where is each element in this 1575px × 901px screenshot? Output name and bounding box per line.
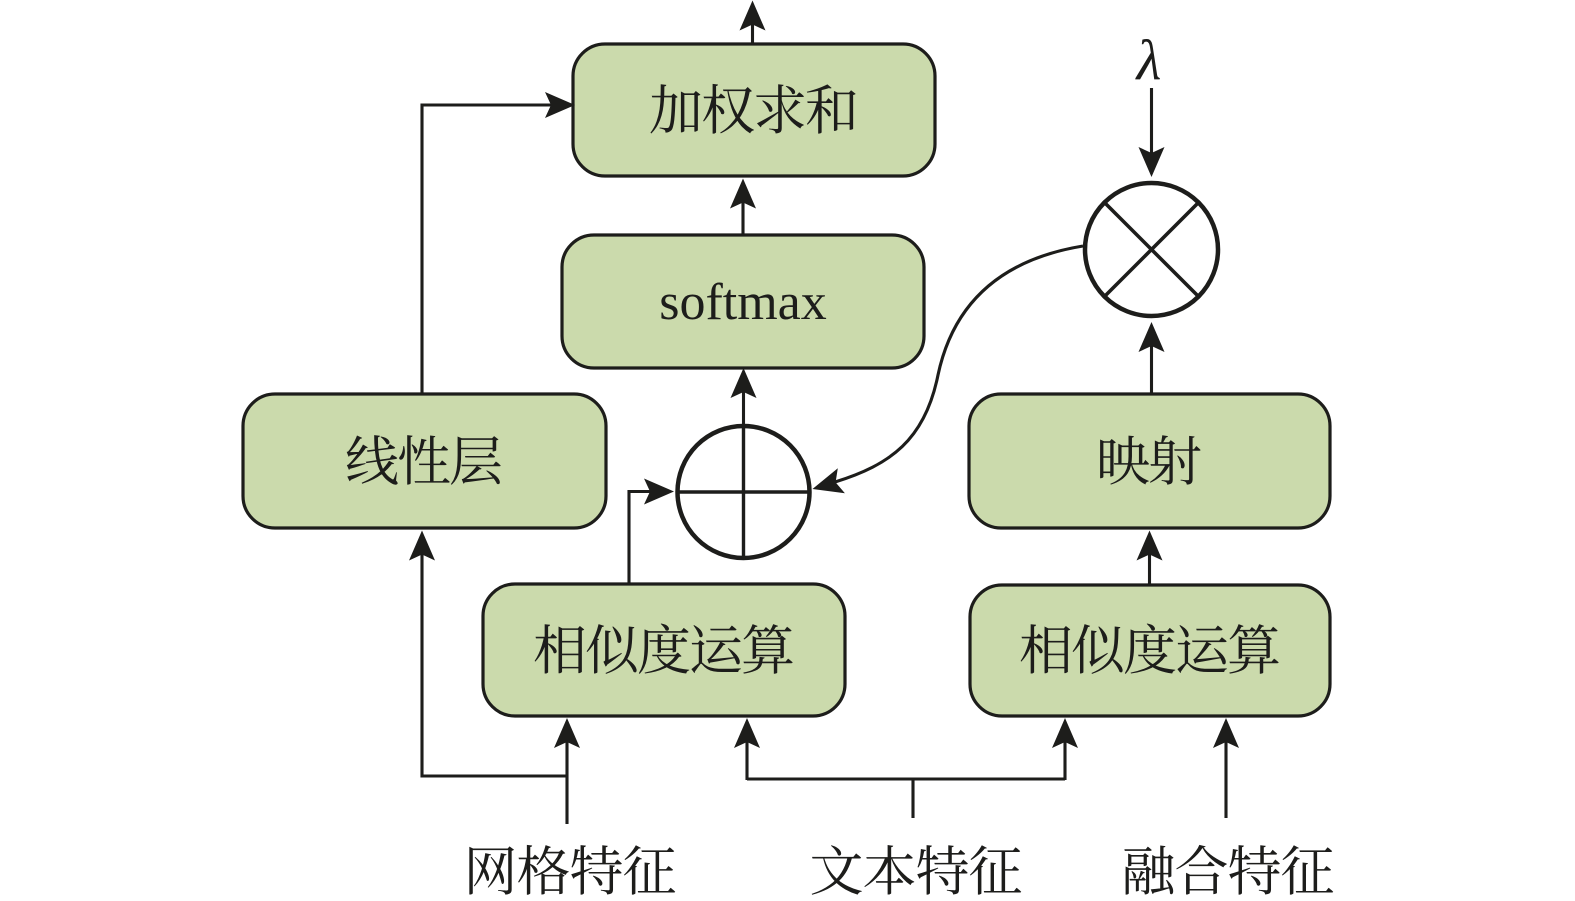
svg-text:softmax: softmax xyxy=(659,274,827,331)
svg-text:λ: λ xyxy=(1135,29,1162,92)
